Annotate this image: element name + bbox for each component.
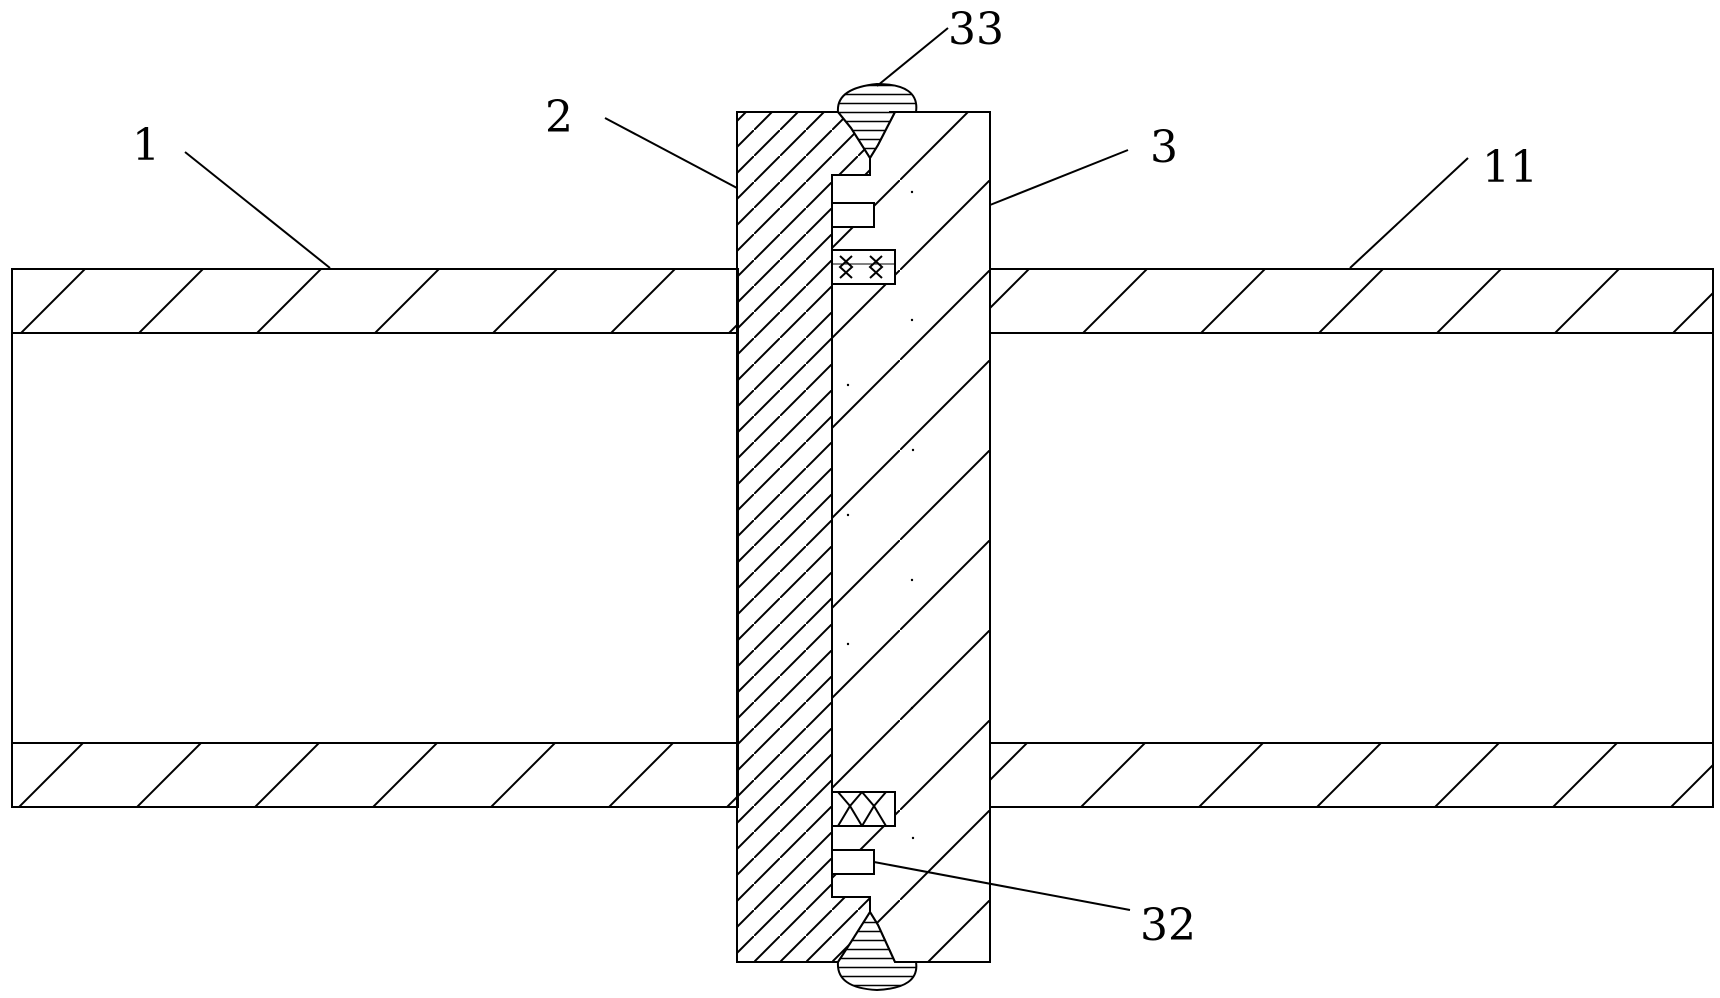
seal-ring-top: [831, 249, 896, 285]
right-flange: [831, 111, 991, 963]
callout-2: 2: [545, 92, 573, 143]
leader-11: [1349, 157, 1469, 269]
flange-texture-dots: [846, 190, 980, 914]
right-pipe: [989, 268, 1714, 808]
groove-top: [831, 202, 875, 228]
callout-32: 32: [1140, 900, 1196, 951]
callout-1: 1: [132, 120, 160, 171]
leader-33: [876, 27, 949, 87]
callout-11: 11: [1482, 142, 1538, 193]
top-inner-details: [831, 202, 896, 285]
leader-3: [989, 149, 1129, 206]
right-pipe-bottom-wall: [989, 742, 1714, 808]
left-pipe-bottom-wall: [11, 742, 739, 808]
leader-1: [184, 151, 331, 269]
left-pipe-top-wall: [11, 268, 739, 334]
callout-33: 33: [948, 4, 1004, 55]
weld-bead-bottom: [836, 910, 918, 992]
leader-lines: [184, 27, 1469, 911]
right-pipe-bore: [989, 332, 1714, 744]
left-pipe: [11, 268, 739, 808]
weld-bead-top: [836, 82, 918, 160]
callout-3: 3: [1150, 122, 1178, 173]
leader-32: [873, 861, 1131, 911]
groove-32: [831, 849, 875, 875]
leader-2: [604, 117, 738, 189]
bottom-inner-details: [831, 791, 896, 875]
right-pipe-top-wall: [989, 268, 1714, 334]
left-pipe-bore: [11, 332, 739, 744]
